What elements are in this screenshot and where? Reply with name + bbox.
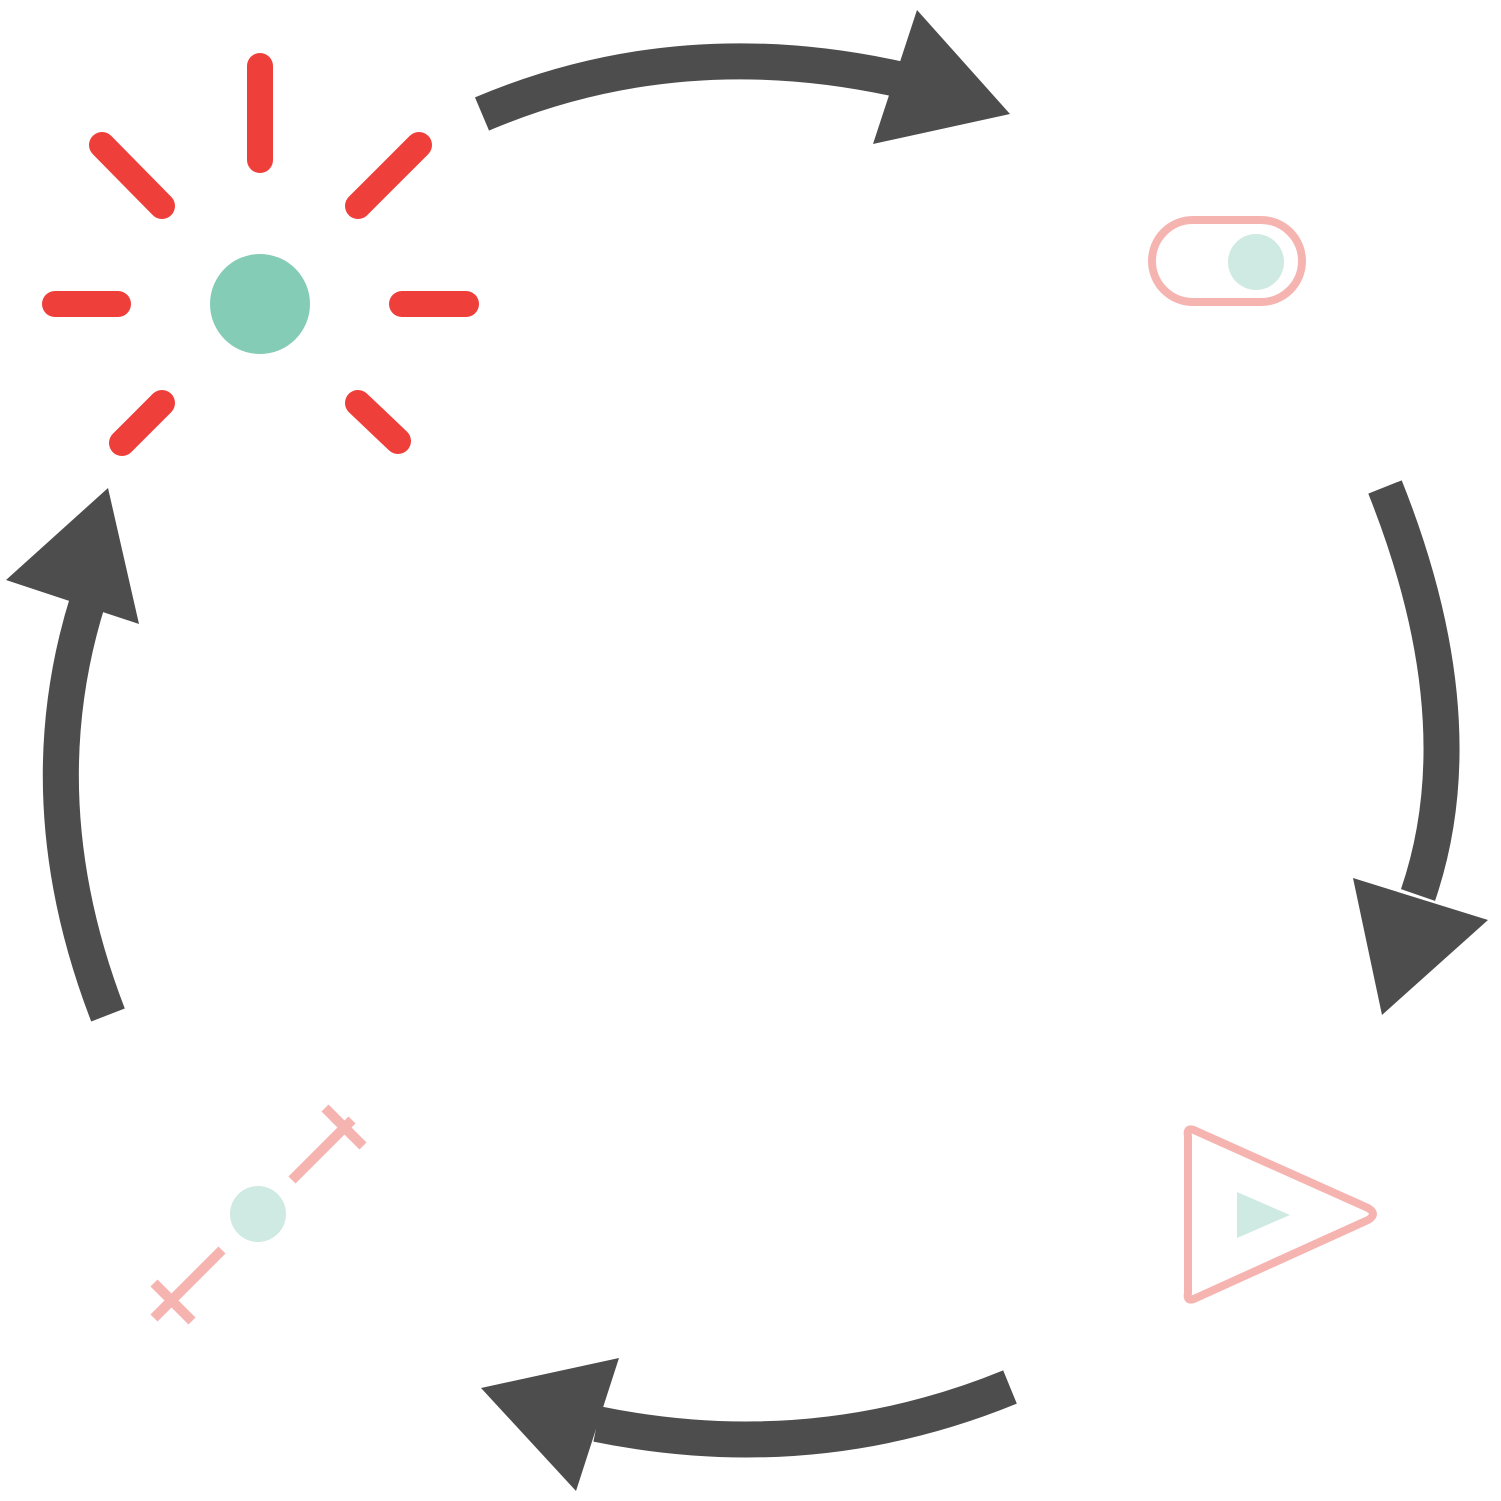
burst-icon [42,53,479,456]
burst-core [210,254,310,354]
dimension-cap-upper [321,1104,367,1150]
arrow-bottom [481,1358,1017,1491]
arrow-right [1353,480,1488,1015]
dimension-cap-lower [150,1279,196,1325]
arrow-left [6,488,139,1022]
arrow-bottom-shaft [593,1370,1017,1458]
arrow-top [474,10,1010,144]
arrow-right-head [1353,878,1488,1015]
dimension-line-icon [150,1104,367,1325]
burst-ray-nw [89,132,175,219]
toggle-switch-icon [1148,216,1306,306]
burst-ray-sw [109,390,175,456]
toggle-track [1148,216,1306,306]
toggle-knob [1228,234,1284,290]
arrow-right-shaft [1368,480,1460,901]
arrow-left-shaft [42,594,125,1022]
arrow-top-head [873,10,1010,144]
arrow-top-shaft [474,43,906,131]
dimension-midpoint [230,1186,286,1242]
arrow-left-head [6,488,139,624]
burst-ray-se [345,390,411,454]
dimension-line-upper [150,1246,226,1322]
play-outline [1183,1125,1377,1304]
play-inner [1237,1192,1290,1238]
arrow-bottom-head [481,1358,619,1491]
burst-ray-ne [345,132,432,219]
play-triangle-icon [1183,1125,1377,1304]
cycle-arrows [6,10,1488,1491]
